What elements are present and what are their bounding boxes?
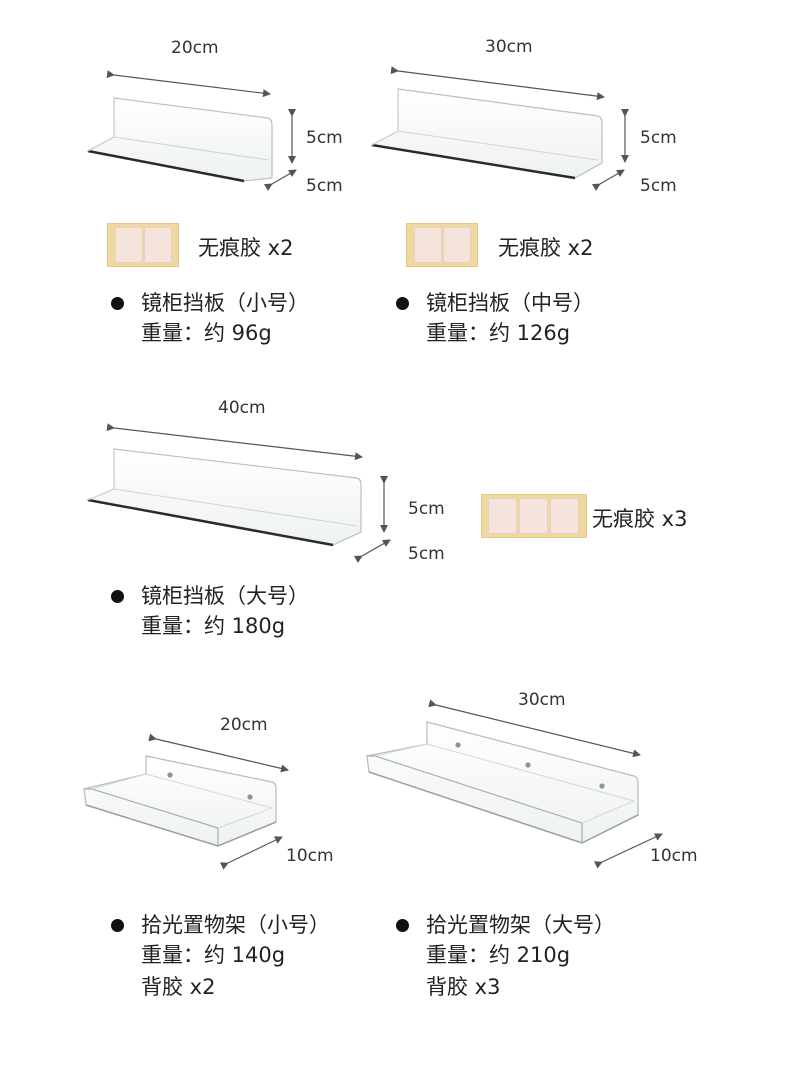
shelf-small-weight: 重量：约 96g (141, 321, 272, 345)
shelf-small-depth-label: 5cm (306, 176, 343, 196)
rack-small-depth-label: 10cm (286, 846, 334, 866)
shelf-small-width-label: 20cm (171, 38, 219, 58)
bullet-dot (396, 919, 409, 932)
rack-large-width-label: 30cm (518, 690, 566, 710)
shelf-small-name: 镜柜挡板（小号） (141, 291, 309, 315)
shelf-medium-name: 镜柜挡板（中号） (426, 291, 594, 315)
shelf-small-dimension-arrows (106, 70, 297, 191)
rack-small-illustration (83, 755, 277, 847)
shelf-large-tape-label: 无痕胶 x3 (592, 507, 688, 531)
bullet-dot (111, 297, 124, 310)
adhesive-tape-icon (107, 223, 179, 267)
bullet-dot (396, 297, 409, 310)
rack-large-adhesive: 背胶 x3 (426, 975, 501, 999)
shelf-medium-height-label: 5cm (640, 128, 677, 148)
rack-small-width-label: 20cm (220, 715, 268, 735)
rack-large-weight: 重量：约 210g (426, 943, 571, 967)
shelf-large-depth-label: 5cm (408, 544, 445, 564)
shelf-medium-width-label: 30cm (485, 37, 533, 57)
shelf-large-illustration (85, 448, 362, 547)
shelf-small-tape-label: 无痕胶 x2 (198, 236, 294, 260)
rack-large-depth-label: 10cm (650, 846, 698, 866)
rack-large-illustration (366, 721, 639, 844)
shelf-medium-dimension-arrows (390, 66, 629, 191)
rack-small-weight: 重量：约 140g (141, 943, 286, 967)
shelf-medium-depth-label: 5cm (640, 176, 677, 196)
bullet-dot (111, 590, 124, 603)
shelf-medium-weight: 重量：约 126g (426, 321, 571, 345)
shelf-large-name: 镜柜挡板（大号） (141, 584, 309, 608)
shelf-medium-tape-label: 无痕胶 x2 (498, 236, 594, 260)
shelf-small-illustration (86, 97, 273, 183)
shelf-large-height-label: 5cm (408, 499, 445, 519)
bullet-dot (111, 919, 124, 932)
adhesive-tape-icon (481, 494, 587, 538)
shelf-small-height-label: 5cm (306, 128, 343, 148)
shelf-large-width-label: 40cm (218, 398, 266, 418)
rack-small-adhesive: 背胶 x2 (141, 975, 216, 999)
adhesive-tape-icon (406, 223, 478, 267)
shelf-medium-illustration (370, 88, 603, 180)
rack-large-name: 拾光置物架（大号） (426, 913, 615, 937)
rack-small-name: 拾光置物架（小号） (141, 913, 330, 937)
shelf-large-weight: 重量：约 180g (141, 614, 286, 638)
shelf-large-dimension-arrows (106, 423, 391, 563)
rack-large-dimension-arrows (428, 699, 663, 869)
rack-small-dimension-arrows (148, 733, 289, 870)
